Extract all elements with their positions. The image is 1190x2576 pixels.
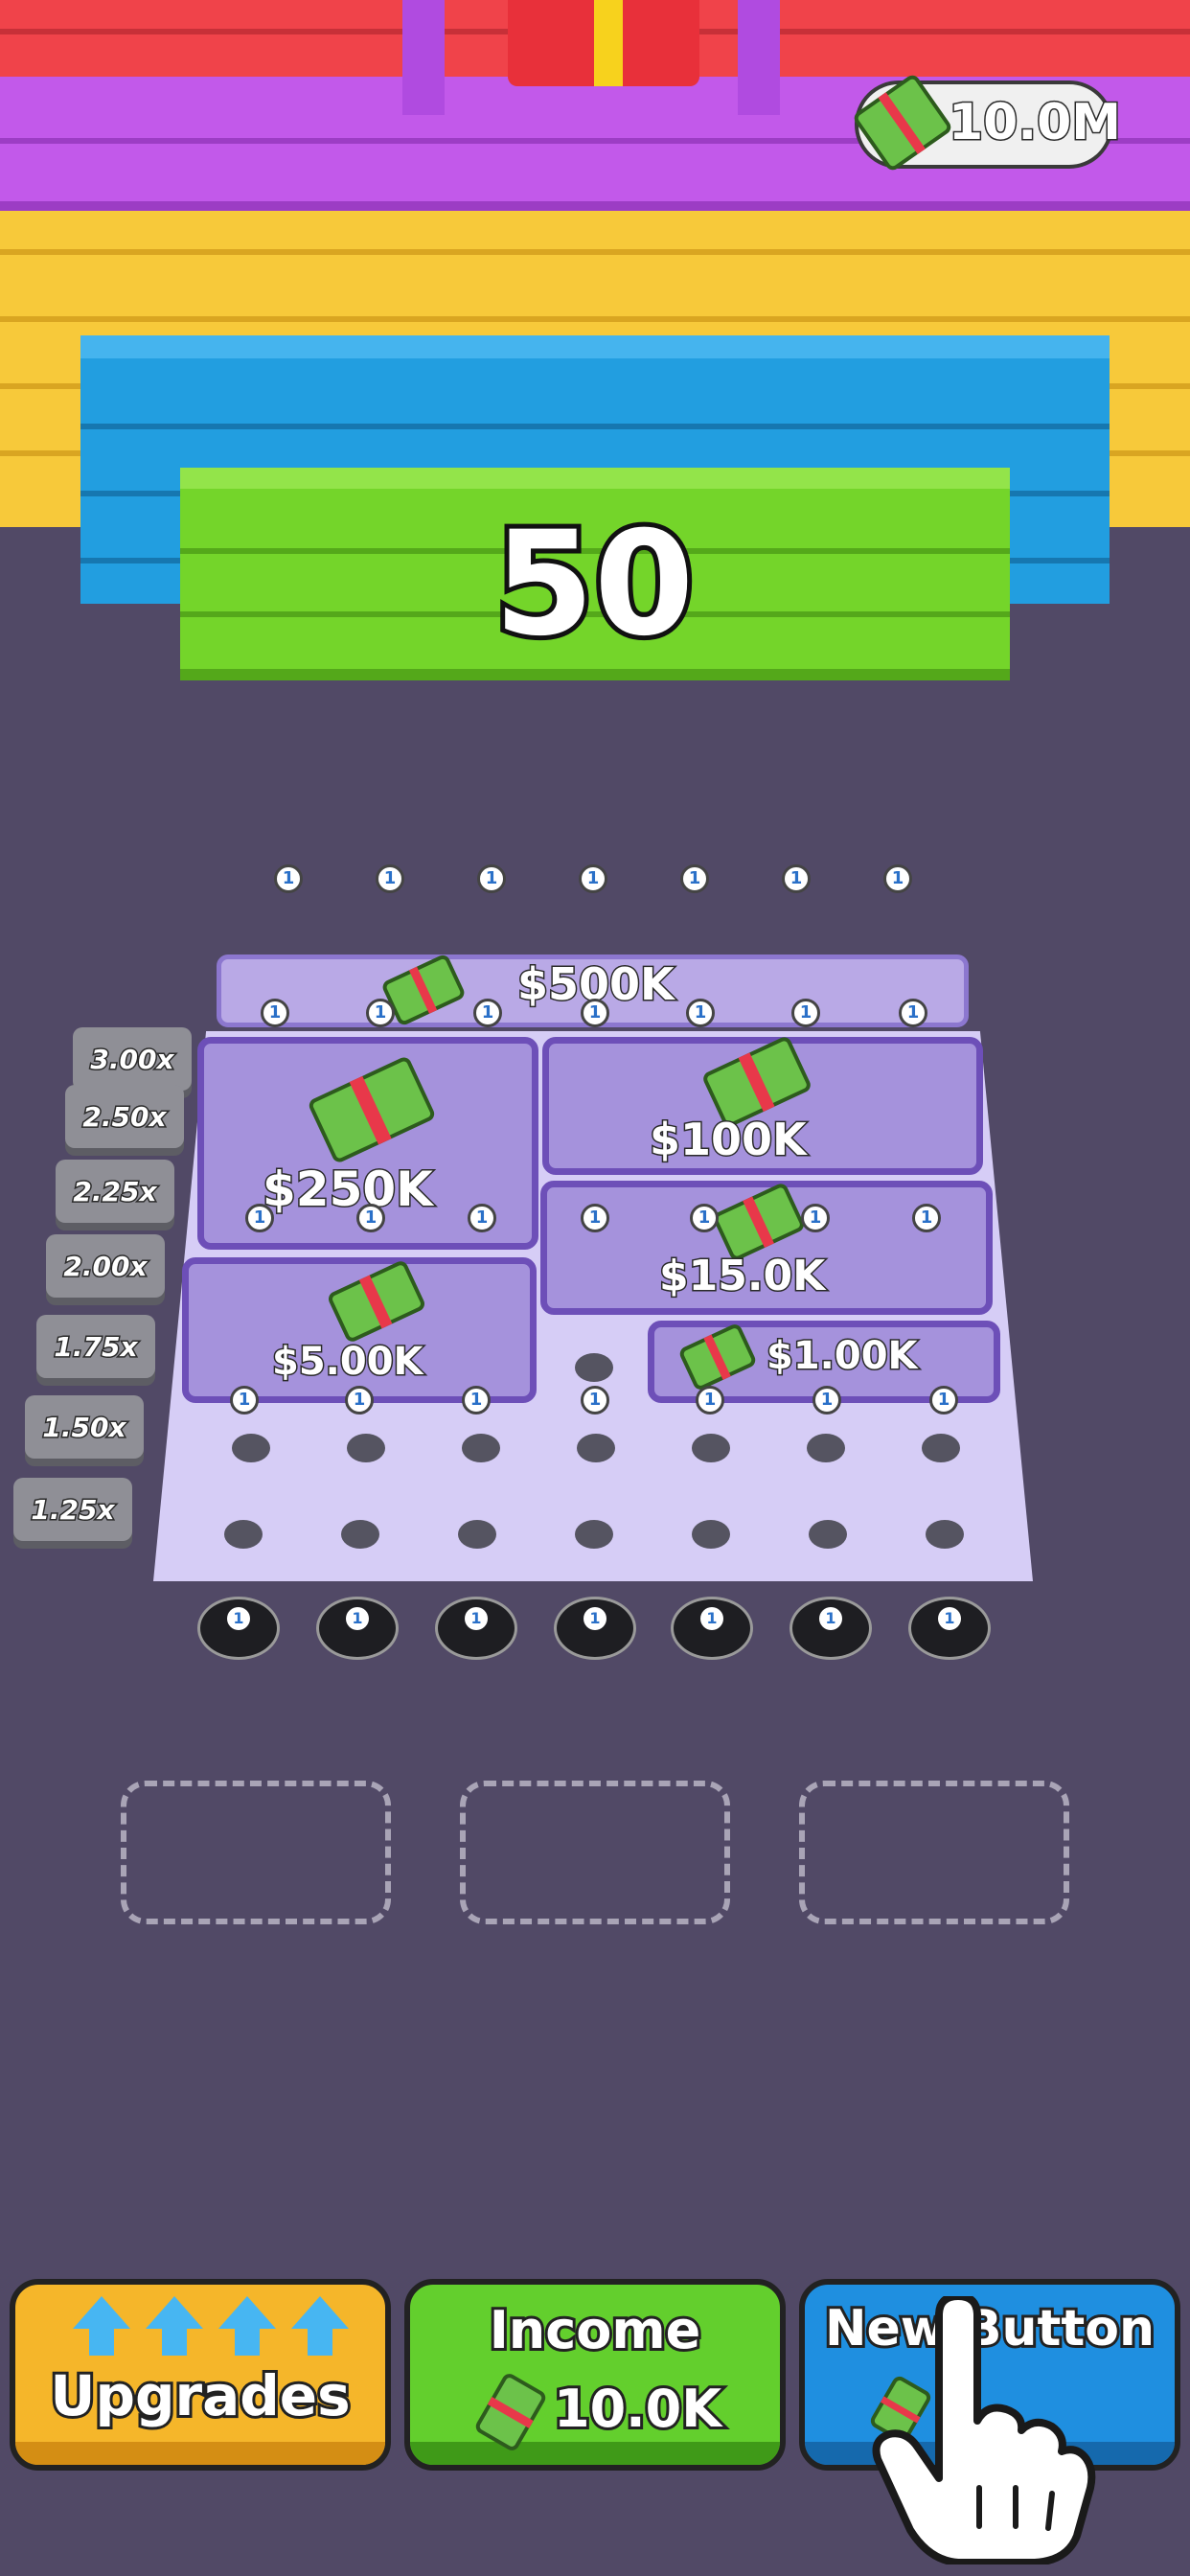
pin: 1: [230, 1386, 259, 1414]
multiplier-200: 2.00x: [46, 1234, 165, 1298]
multiplier-250: 2.50x: [65, 1085, 184, 1148]
peg: [577, 1434, 615, 1462]
prize-slot-15k: [540, 1181, 993, 1315]
arrow-up-icon: [291, 2296, 349, 2329]
pin: 1: [477, 864, 506, 893]
peg: [224, 1520, 263, 1549]
peg: [575, 1520, 613, 1549]
peg: [692, 1520, 730, 1549]
new-button-label: New Button: [822, 2297, 1157, 2360]
income-button[interactable]: Income 10.0K: [404, 2279, 786, 2471]
peg: [341, 1520, 379, 1549]
pin: 1: [812, 1386, 841, 1414]
pin: 1: [929, 1386, 958, 1414]
pin: 1: [690, 1204, 719, 1232]
peg: [809, 1520, 847, 1549]
pin: 1: [245, 1204, 274, 1232]
empty-slot-3[interactable]: [799, 1781, 1069, 1924]
peg: [232, 1434, 270, 1462]
peg: [458, 1520, 496, 1549]
pin: 1: [680, 864, 709, 893]
peg: [922, 1434, 960, 1462]
ball-dropper[interactable]: 1: [671, 1597, 753, 1660]
pin: 1: [462, 1386, 491, 1414]
pin: 1: [791, 999, 820, 1027]
empty-slot-1[interactable]: [121, 1781, 391, 1924]
green-wall: [180, 468, 1010, 680]
income-label: Income: [487, 2297, 704, 2363]
pin: 1: [345, 1386, 374, 1414]
prize-label-1k: $1.00K: [766, 1333, 920, 1380]
pin: 1: [581, 1204, 609, 1232]
arrow-up-icon: [73, 2296, 130, 2329]
pointing-hand-icon: [872, 2296, 1096, 2564]
pin: 1: [261, 999, 289, 1027]
pin: 1: [473, 999, 502, 1027]
peg: [807, 1434, 845, 1462]
peg: [926, 1520, 964, 1549]
pin: 1: [366, 999, 395, 1027]
cash-icon: [472, 2371, 549, 2453]
pin: 1: [912, 1204, 941, 1232]
purple-post-left: [402, 0, 445, 115]
pin: 1: [468, 1204, 496, 1232]
ball-dropper[interactable]: 1: [908, 1597, 991, 1660]
ball-dropper[interactable]: 1: [790, 1597, 872, 1660]
pin: 1: [696, 1386, 724, 1414]
peg: [575, 1353, 613, 1382]
multiplier-150: 1.50x: [25, 1395, 144, 1459]
ball-dropper[interactable]: 1: [197, 1597, 280, 1660]
income-value: 10.0K: [551, 2376, 724, 2442]
multiplier-300: 3.00x: [73, 1027, 192, 1091]
pin: 1: [376, 864, 404, 893]
multiplier-175: 1.75x: [36, 1315, 155, 1378]
upgrades-button[interactable]: Upgrades: [10, 2279, 391, 2471]
peg: [692, 1434, 730, 1462]
ball-dropper[interactable]: 1: [316, 1597, 399, 1660]
arrow-up-icon: [218, 2296, 276, 2329]
upgrades-label: Upgrades: [47, 2360, 353, 2431]
prize-label-5k: $5.00K: [271, 1339, 425, 1386]
empty-slot-2[interactable]: [460, 1781, 730, 1924]
purple-post-right: [738, 0, 780, 115]
pin: 1: [274, 864, 303, 893]
peg: [347, 1434, 385, 1462]
pin: 1: [581, 1386, 609, 1414]
ball-dropper[interactable]: 1: [435, 1597, 517, 1660]
arrow-up-icon: [146, 2296, 203, 2329]
pin: 1: [579, 864, 607, 893]
prize-label-250k: $250K: [262, 1161, 435, 1219]
gift-box-icon[interactable]: [508, 0, 699, 86]
multiplier-225: 2.25x: [56, 1160, 174, 1223]
pin: 1: [581, 999, 609, 1027]
multiplier-125: 1.25x: [13, 1478, 132, 1541]
pin: 1: [782, 864, 811, 893]
prize-label-100k: $100K: [649, 1113, 809, 1167]
peg: [462, 1434, 500, 1462]
prize-label-15k: $15.0K: [657, 1251, 826, 1302]
pin: 1: [899, 999, 927, 1027]
pin: 1: [686, 999, 715, 1027]
pin: 1: [801, 1204, 830, 1232]
pin: 1: [883, 864, 912, 893]
pin: 1: [356, 1204, 385, 1232]
ball-dropper[interactable]: 1: [554, 1597, 636, 1660]
wall-counter: 50: [490, 496, 699, 673]
money-value: 10.0M: [947, 93, 1122, 153]
new-button[interactable]: New Button: [799, 2279, 1180, 2471]
